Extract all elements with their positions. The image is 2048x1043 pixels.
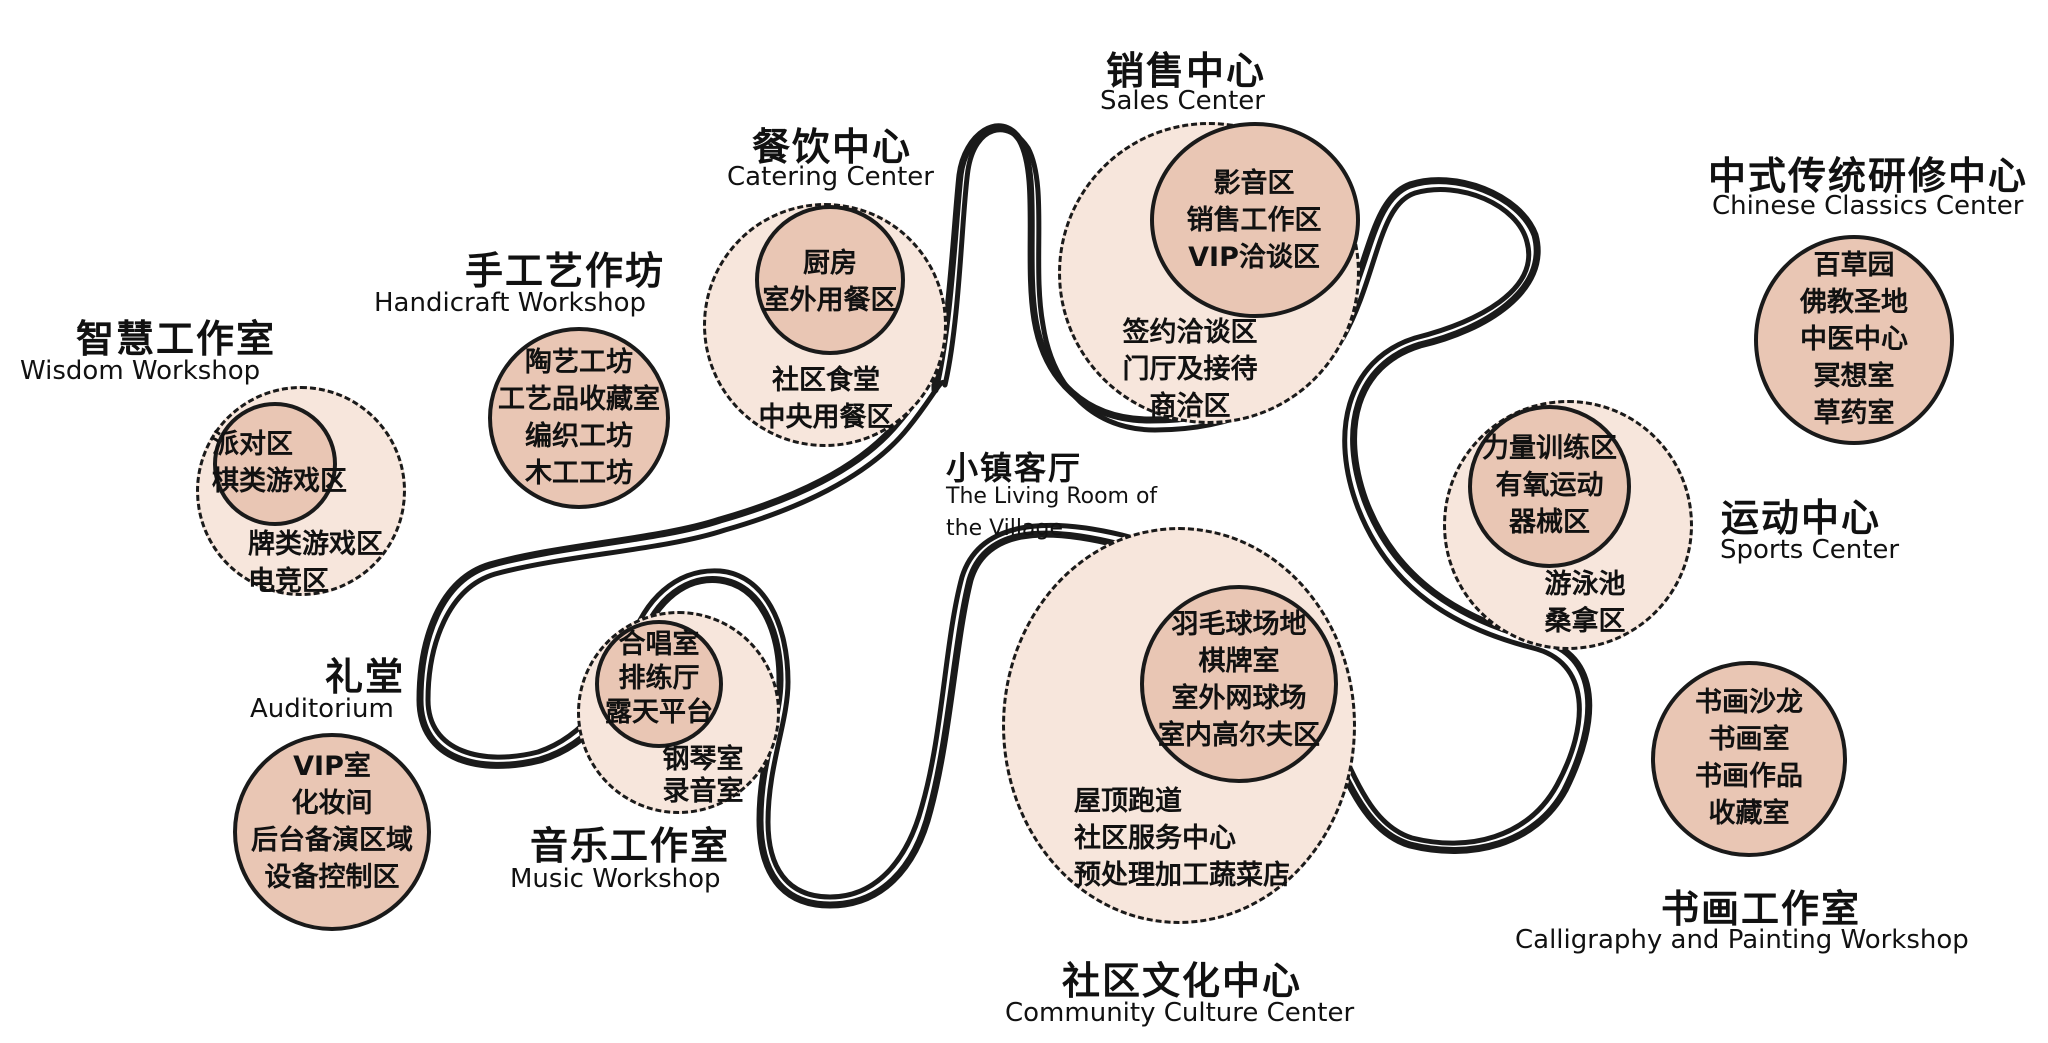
community-inner-item: 室外网球场 bbox=[1171, 683, 1307, 714]
auditorium-circle bbox=[233, 733, 431, 931]
sports-inner-item: 器械区 bbox=[1509, 507, 1590, 538]
catering-outer-labels: 社区食堂 中央用餐区 bbox=[746, 362, 906, 436]
sales-inner-circle bbox=[1150, 122, 1360, 318]
chinese-item: 冥想室 bbox=[1813, 361, 1895, 392]
community-inner-labels: 羽毛球场地 棋牌室 室外网球场 室内高尔夫区 bbox=[1140, 606, 1338, 754]
music-inner-item: 露天平台 bbox=[605, 697, 713, 728]
living-room-title-en-1: The Living Room of bbox=[946, 484, 1158, 509]
community-outer-item: 屋顶跑道 bbox=[1074, 786, 1182, 817]
auditorium-item: 后台备演区域 bbox=[251, 825, 413, 856]
wisdom-inner-item: 派对区 bbox=[212, 429, 293, 460]
calligraphy-title-cn: 书画工作室 bbox=[1661, 887, 1862, 931]
catering-outer-item: 社区食堂 bbox=[772, 365, 880, 396]
catering-title-en: Catering Center bbox=[727, 162, 934, 192]
community-inner-circle bbox=[1140, 585, 1338, 783]
calligraphy-item: 收藏室 bbox=[1708, 798, 1790, 829]
auditorium-title-en: Auditorium bbox=[250, 694, 394, 724]
sales-inner-item: VIP洽谈区 bbox=[1188, 242, 1320, 273]
wisdom-outer-item: 电竞区 bbox=[248, 566, 329, 597]
music-inner-labels: 合唱室 排练厅 露天平台 bbox=[595, 628, 723, 730]
handicraft-labels: 陶艺工坊 工艺品收藏室 编织工坊 木工工坊 bbox=[488, 344, 670, 492]
sports-inner-item: 力量训练区 bbox=[1482, 433, 1617, 464]
sports-outer-labels: 游泳池 桑拿区 bbox=[1520, 566, 1650, 640]
handicraft-item: 编织工坊 bbox=[525, 421, 633, 452]
catering-title-cn: 餐饮中心 bbox=[752, 125, 913, 169]
auditorium-title-cn: 礼堂 bbox=[325, 655, 406, 699]
calligraphy-item: 书画作品 bbox=[1695, 761, 1803, 792]
chinese-labels: 百草园 佛教圣地 中医中心 冥想室 草药室 bbox=[1754, 247, 1954, 432]
calligraphy-item: 书画室 bbox=[1708, 724, 1790, 755]
handicraft-title-cn: 手工艺作坊 bbox=[465, 249, 666, 293]
sales-inner-item: 影音区 bbox=[1213, 168, 1295, 199]
community-outer-item: 预处理加工蔬菜店 bbox=[1074, 860, 1290, 891]
handicraft-circle bbox=[488, 327, 670, 509]
chinese-item: 百草园 bbox=[1813, 250, 1895, 281]
music-outer-labels: 钢琴室 录音室 bbox=[648, 744, 758, 808]
community-inner-item: 棋牌室 bbox=[1198, 646, 1280, 677]
auditorium-item: 化妆间 bbox=[291, 788, 373, 819]
chinese-title-en: Chinese Classics Center bbox=[1712, 191, 2024, 221]
chinese-item: 草药室 bbox=[1813, 398, 1895, 429]
sports-inner-item: 有氧运动 bbox=[1495, 470, 1604, 501]
handicraft-item: 木工工坊 bbox=[525, 458, 633, 489]
music-outer-item: 录音室 bbox=[662, 776, 744, 807]
handicraft-item: 工艺品收藏室 bbox=[498, 384, 660, 415]
community-title-en: Community Culture Center bbox=[1005, 998, 1355, 1028]
sports-inner-circle bbox=[1468, 405, 1631, 568]
sports-title-cn: 运动中心 bbox=[1721, 496, 1882, 540]
wisdom-title-cn: 智慧工作室 bbox=[76, 317, 277, 361]
handicraft-title-en: Handicraft Workshop bbox=[374, 288, 647, 318]
sales-title-en: Sales Center bbox=[1100, 86, 1265, 116]
community-inner-item: 羽毛球场地 bbox=[1171, 609, 1307, 640]
catering-inner-circle bbox=[755, 205, 905, 355]
sales-inner-labels: 影音区 销售工作区 VIP洽谈区 bbox=[1160, 165, 1348, 276]
wisdom-inner-circle bbox=[213, 402, 337, 526]
community-outer-item: 社区服务中心 bbox=[1074, 823, 1236, 854]
handicraft-item: 陶艺工坊 bbox=[525, 347, 633, 378]
auditorium-labels: VIP室 化妆间 后台备演区域 设备控制区 bbox=[233, 748, 431, 896]
music-outer-item: 钢琴室 bbox=[662, 744, 744, 775]
music-inner-circle bbox=[595, 620, 723, 748]
sales-title-cn: 销售中心 bbox=[1106, 49, 1267, 93]
calligraphy-title-en: Calligraphy and Painting Workshop bbox=[1515, 925, 1969, 955]
calligraphy-item: 书画沙龙 bbox=[1695, 687, 1803, 718]
sales-outer-item: 门厅及接待 bbox=[1122, 354, 1258, 385]
wisdom-title-en: Wisdom Workshop bbox=[20, 356, 261, 386]
community-title-cn: 社区文化中心 bbox=[1062, 959, 1303, 1003]
music-title-cn: 音乐工作室 bbox=[530, 824, 731, 868]
community-outer-labels: 屋顶跑道 社区服务中心 预处理加工蔬菜店 bbox=[1074, 783, 1334, 894]
auditorium-item: 设备控制区 bbox=[264, 862, 400, 893]
catering-inner-labels: 厨房 室外用餐区 bbox=[755, 245, 905, 319]
catering-outer-item: 中央用餐区 bbox=[758, 402, 894, 433]
calligraphy-circle bbox=[1651, 661, 1847, 857]
music-inner-item: 排练厅 bbox=[618, 663, 700, 694]
music-title-en: Music Workshop bbox=[510, 864, 721, 894]
chinese-item: 佛教圣地 bbox=[1800, 287, 1908, 318]
sports-outer-item: 桑拿区 bbox=[1544, 606, 1626, 637]
chinese-circle bbox=[1754, 235, 1954, 445]
wisdom-outer-labels: 牌类游戏区 电竞区 bbox=[248, 526, 398, 600]
sports-title-en: Sports Center bbox=[1720, 535, 1900, 565]
wisdom-outer-item: 牌类游戏区 bbox=[248, 529, 383, 560]
chinese-item: 中医中心 bbox=[1800, 324, 1908, 355]
sales-outer-item: 商洽区 bbox=[1149, 391, 1231, 422]
community-inner-item: 室内高尔夫区 bbox=[1158, 720, 1320, 751]
calligraphy-labels: 书画沙龙 书画室 书画作品 收藏室 bbox=[1651, 684, 1847, 832]
wisdom-inner-labels: 派对区 棋类游戏区 bbox=[212, 426, 362, 500]
catering-inner-item: 室外用餐区 bbox=[762, 285, 898, 316]
sports-inner-labels: 力量训练区 有氧运动 器械区 bbox=[1468, 430, 1631, 541]
sports-outer-item: 游泳池 bbox=[1544, 569, 1626, 600]
sales-inner-item: 销售工作区 bbox=[1186, 205, 1322, 236]
music-inner-item: 合唱室 bbox=[618, 629, 700, 660]
chinese-title-cn: 中式传统研修中心 bbox=[1708, 154, 2029, 198]
sales-outer-item: 签约洽谈区 bbox=[1122, 317, 1258, 348]
wisdom-inner-item: 棋类游戏区 bbox=[212, 466, 347, 497]
sales-outer-labels: 签约洽谈区 门厅及接待 商洽区 bbox=[1100, 314, 1280, 425]
auditorium-item: VIP室 bbox=[293, 751, 371, 782]
catering-inner-item: 厨房 bbox=[803, 248, 857, 279]
living-room-title-en-2: the Village bbox=[946, 516, 1063, 541]
living-room-title-cn: 小镇客厅 bbox=[946, 449, 1083, 487]
